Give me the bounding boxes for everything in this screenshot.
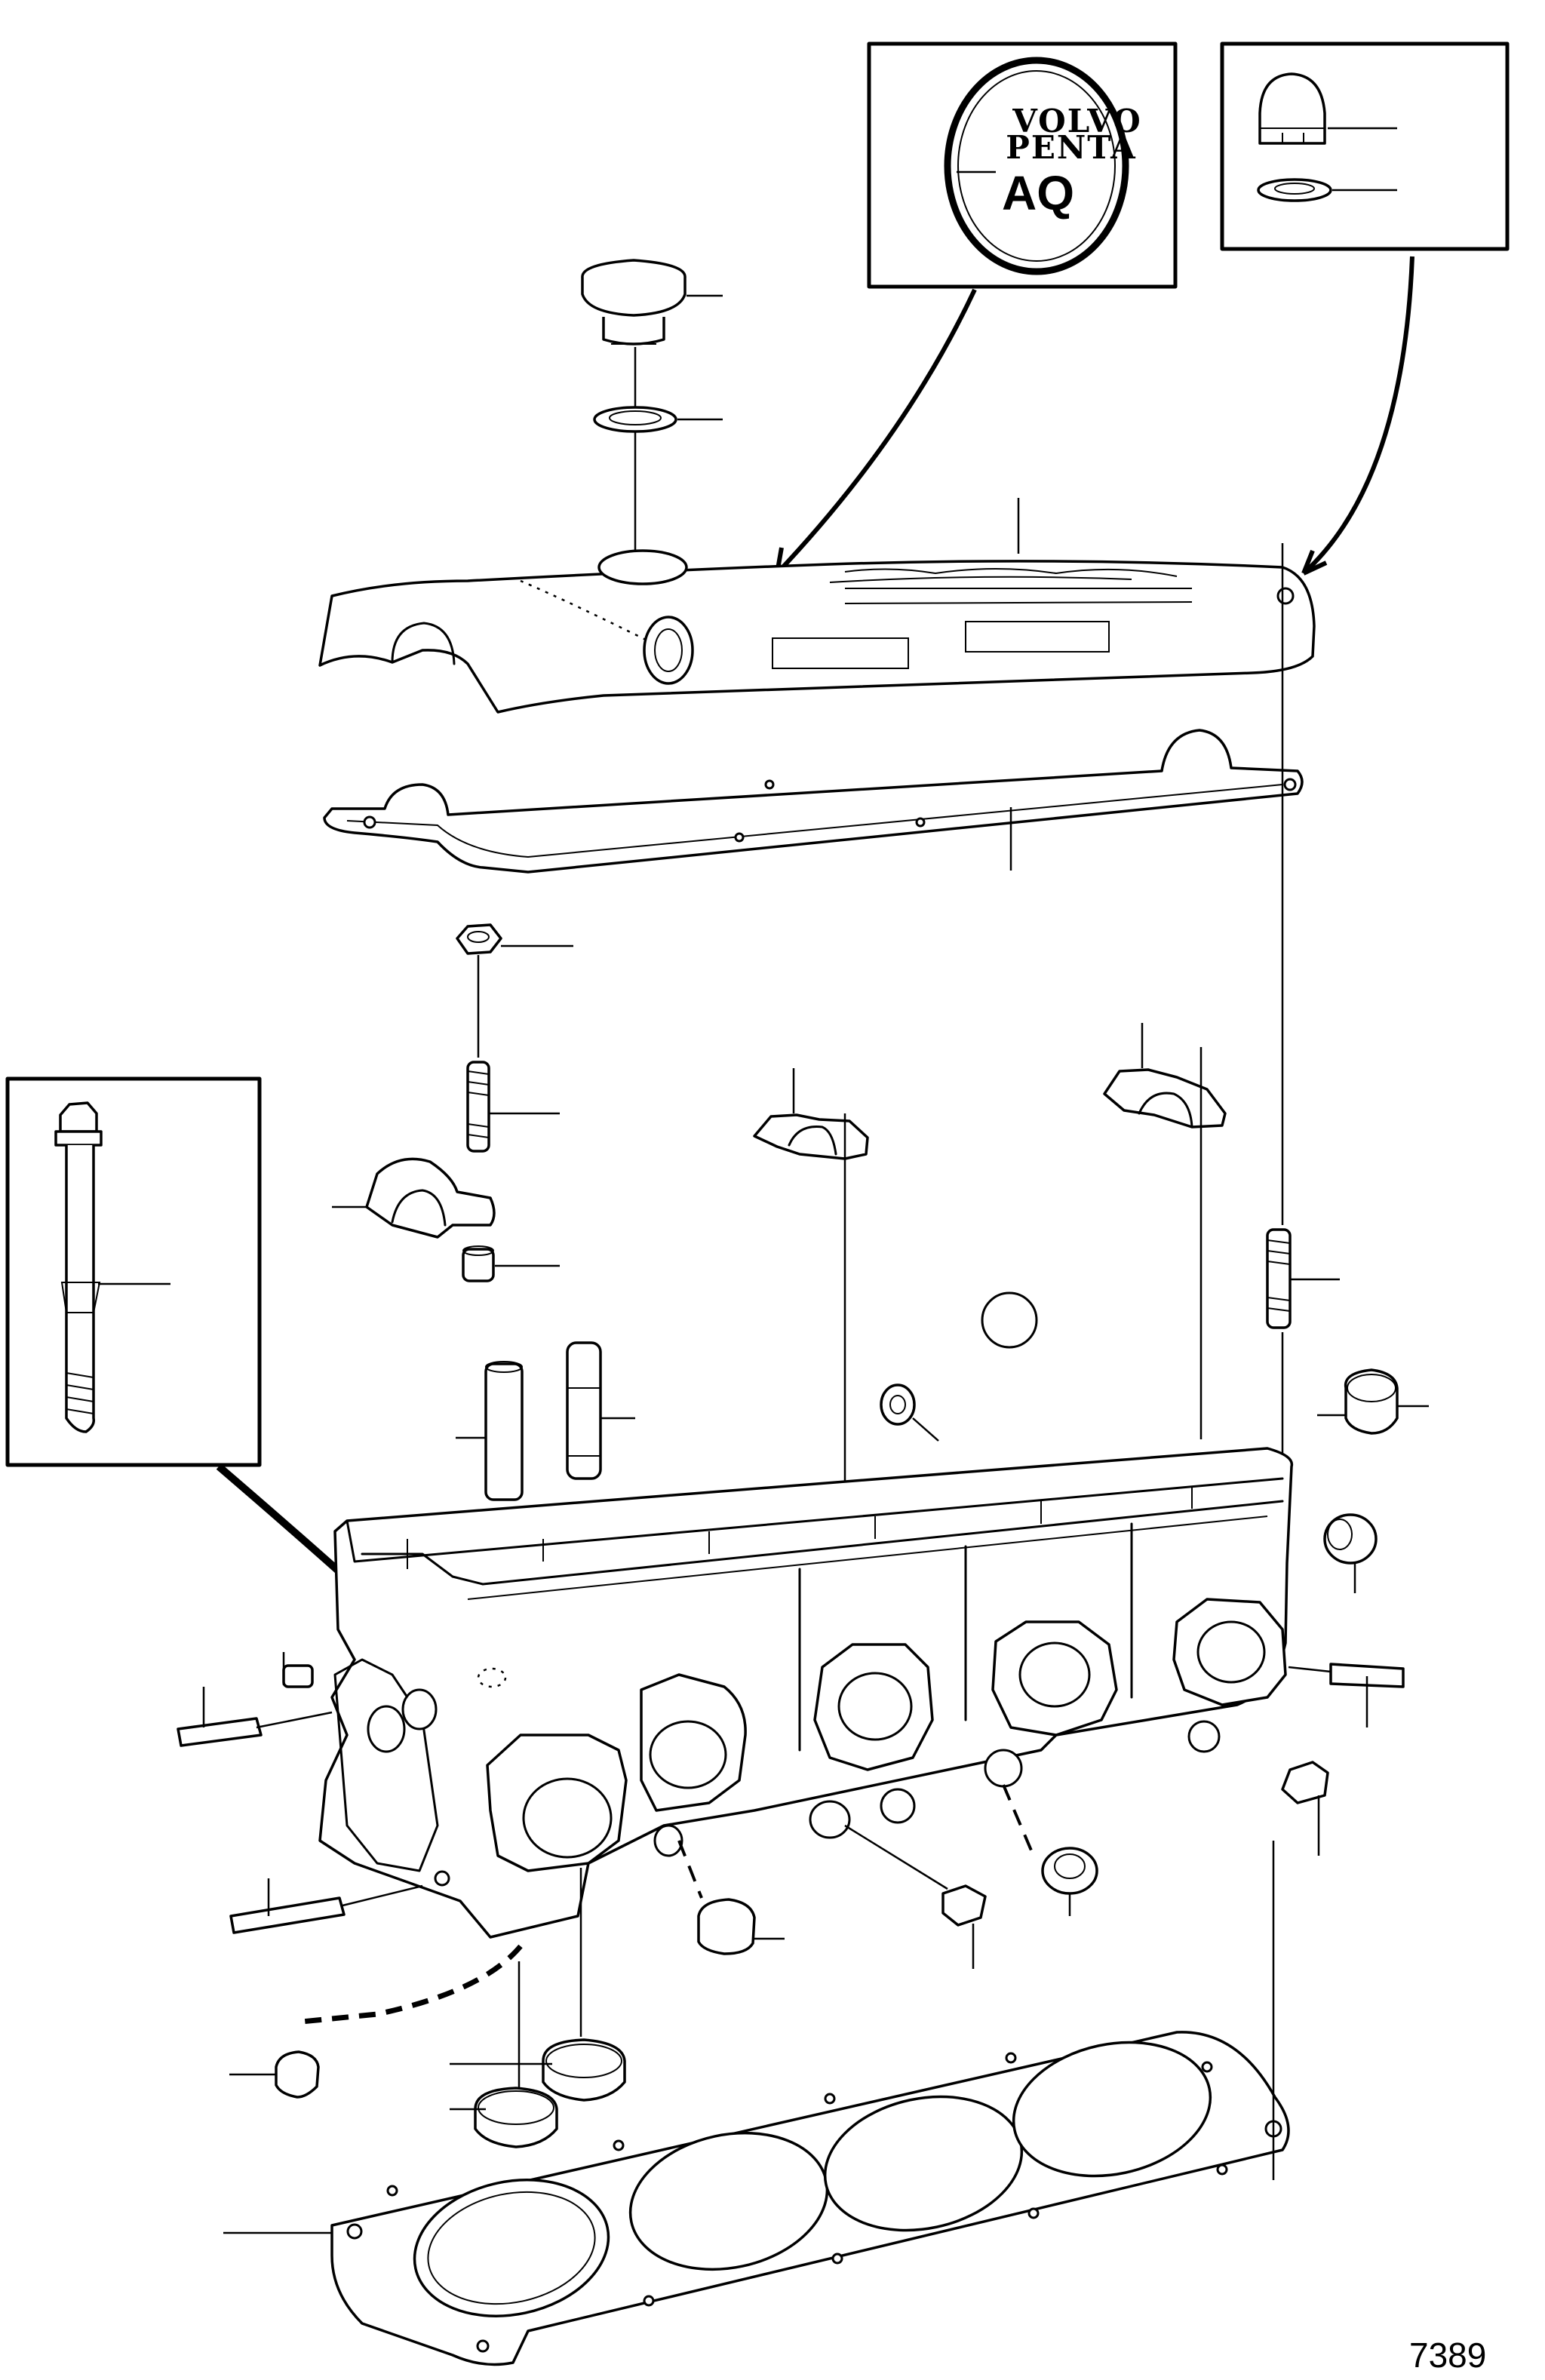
valve-guide-1 [456, 1361, 524, 1501]
stud-lower-left [229, 1878, 346, 1934]
filler-cap-seal [593, 406, 723, 433]
valve-cover-gasket [323, 729, 1304, 874]
plug-center [941, 1884, 987, 1969]
logo-brand-line-2: PENTA [1006, 129, 1137, 166]
plug-right [1281, 1761, 1329, 1856]
camshaft-bearing-cap-2 [753, 1068, 869, 1160]
seal-ring-2 [474, 1961, 558, 2148]
sleeve [462, 1245, 560, 1282]
stud-right-side [1329, 1663, 1405, 1727]
stud [466, 1061, 560, 1153]
cylinder-head [318, 1447, 1294, 1939]
expansion-plug-4 [697, 1898, 785, 1955]
expansion-plug-1 [1317, 1368, 1429, 1435]
logo-inset: VOLVO PENTA AQ [867, 41, 1178, 289]
stud-right [1266, 1228, 1340, 1329]
small-washer [880, 1383, 939, 1442]
oil-filler-cap [581, 259, 723, 345]
head-bolt-inset [5, 1076, 262, 1467]
camshaft-bearing-cap-1 [332, 1157, 496, 1239]
camshaft-bearing-cap-3 [1103, 1023, 1227, 1129]
seal-ring-1 [542, 1868, 626, 2102]
socket-plug-left [282, 1652, 314, 1688]
expansion-plug-3 [1041, 1847, 1098, 1916]
cap-nut-inset [1220, 41, 1510, 251]
stud-front-left [177, 1687, 263, 1747]
head-gasket [223, 2031, 1290, 2366]
valve-guide-2 [566, 1341, 635, 1480]
flange-nut [456, 923, 573, 955]
logo-brand-line-1: VOLVO [1012, 103, 1141, 140]
expansion-plug-2 [1323, 1513, 1378, 1593]
welch-plug-lower-left [229, 2050, 320, 2099]
logo-model: AQ [1002, 166, 1074, 220]
figure-number: 7389 [1409, 2335, 1486, 2375]
